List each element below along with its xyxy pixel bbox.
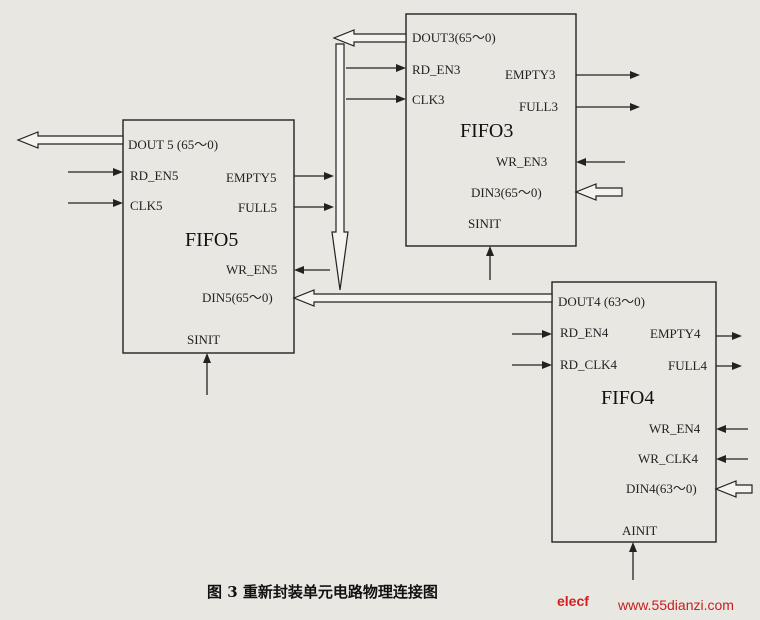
fifo4-block: FIFO4 DOUT4 (63～0) RD_EN4 RD_CLK4 EMPTY4… — [512, 281, 753, 580]
fifo3-rd-en-arrow — [396, 64, 406, 72]
fifo4-rd-clk-arrow — [542, 361, 552, 369]
fifo3-dout-bus-arrow — [332, 29, 407, 47]
figure-caption: 图 3 重新封装单元电路物理连接图 — [207, 583, 438, 601]
fifo5-empty-label: EMPTY5 — [226, 170, 277, 185]
fifo5-wr-en-label: WR_EN5 — [226, 262, 277, 277]
fifo5-dout-bus-arrow — [16, 131, 124, 149]
fifo4-ainit-arrow — [629, 542, 637, 552]
fifo4-din-bus-arrow — [714, 480, 753, 498]
fifo3-wr-en-label: WR_EN3 — [496, 154, 547, 169]
fifo4-empty-label: EMPTY4 — [650, 326, 701, 341]
fifo4-dout-label: DOUT4 (63～0) — [558, 294, 645, 309]
fifo5-title: FIFO5 — [185, 229, 238, 251]
fifo4-wr-en-arrow — [716, 425, 726, 433]
fifo5-empty-arrow — [324, 172, 334, 180]
fifo3-dout-label: DOUT3(65～0) — [412, 30, 496, 45]
fifo3-title: FIFO3 — [460, 120, 513, 142]
fifo4-title: FIFO4 — [601, 387, 654, 409]
fifo3-full-label: FULL3 — [519, 99, 558, 114]
watermark-url: www.55dianzi.com — [617, 597, 734, 613]
fifo4-empty-arrow — [732, 332, 742, 340]
fifo5-full-arrow — [324, 203, 334, 211]
fifo5-sinit-label: SINIT — [187, 332, 220, 347]
fifo4-rd-en-arrow — [542, 330, 552, 338]
fifo5-clk-label: CLK5 — [130, 198, 163, 213]
fifo3-sinit-label: SINIT — [468, 216, 501, 231]
fifo4-full-label: FULL4 — [668, 358, 708, 373]
fifo5-wr-en-arrow — [294, 266, 304, 274]
fifo5-clk-arrow — [113, 199, 123, 207]
fifo3-box — [405, 13, 577, 247]
fifo4-din-label: DIN4(63～0) — [626, 481, 697, 496]
fifo3-din-label: DIN3(65～0) — [471, 185, 542, 200]
fifo5-rd-en-label: RD_EN5 — [130, 168, 178, 183]
fifo5-din-label: DIN5(65～0) — [202, 290, 273, 305]
fifo4-wr-clk-arrow — [716, 455, 726, 463]
fifo5-box — [122, 119, 295, 354]
dout4-to-din5-bus-arrow — [292, 289, 553, 307]
watermark-logo: elecf — [557, 593, 589, 609]
fifo5-dout-label: DOUT 5 (65～0) — [128, 137, 218, 152]
fifo3-wr-en-arrow — [576, 158, 586, 166]
fifo3-empty-label: EMPTY3 — [505, 67, 556, 82]
fifo4-full-arrow — [732, 362, 742, 370]
fifo4-wr-clk-label: WR_CLK4 — [638, 451, 698, 466]
fifo5-full-label: FULL5 — [238, 200, 277, 215]
fifo4-box — [551, 281, 717, 543]
fifo3-block: FIFO3 DOUT3(65～0) RD_EN3 CLK3 EMPTY3 FUL… — [346, 13, 640, 280]
fifo5-sinit-arrow — [203, 353, 211, 363]
fifo3-sinit-arrow — [486, 246, 494, 256]
dout3-bus — [331, 29, 407, 291]
fifo5-block: FIFO5 DOUT 5 (65～0) RD_EN5 CLK5 EMPTY5 F… — [16, 119, 334, 395]
fifo5-rd-en-arrow — [113, 168, 123, 176]
fifo3-din-bus-arrow — [574, 183, 623, 201]
fifo3-clk-arrow — [396, 95, 406, 103]
fifo4-rd-en-label: RD_EN4 — [560, 325, 609, 340]
fifo4-wr-en-label: WR_EN4 — [649, 421, 701, 436]
fifo4-ainit-label: AINIT — [622, 523, 657, 538]
fifo3-clk-label: CLK3 — [412, 92, 445, 107]
fifo4-rd-clk-label: RD_CLK4 — [560, 357, 618, 372]
vertical-bus-arrow — [331, 43, 349, 291]
fifo3-empty-arrow — [630, 71, 640, 79]
fifo3-rd-en-label: RD_EN3 — [412, 62, 460, 77]
fifo3-full-arrow — [630, 103, 640, 111]
